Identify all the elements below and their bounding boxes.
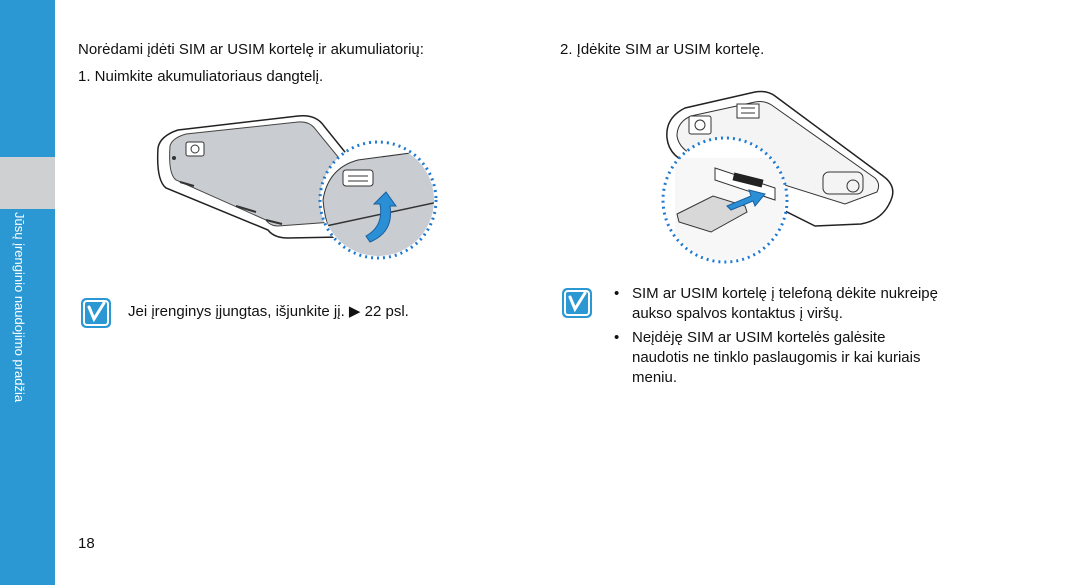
bullet-2-line-2: naudotis ne tinklo paslaugomis ir kai ku…: [632, 349, 921, 366]
bullet-2-line-3: meniu.: [632, 369, 678, 386]
phone-back-cover-illustration: [156, 114, 438, 260]
bullet-dot: •: [614, 285, 620, 302]
step-1: 1. Nuimkite akumuliatoriaus dangtelį.: [78, 68, 324, 85]
bullet-2-line-1: Neįdėję SIM ar USIM kortelės galėsite: [632, 329, 886, 346]
sidebar-tab-marker: [0, 157, 55, 209]
section-title: Jūsų įrenginio naudojimo pradžia: [12, 212, 27, 403]
bullet-1-line-1: SIM ar USIM kortelę į telefoną dėkite nu…: [632, 285, 938, 302]
bullet-dot: •: [614, 329, 620, 346]
note-pencil-icon: [81, 298, 111, 328]
note-text: Jei įrenginys įjungtas, išjunkite jį. ▶ …: [128, 303, 409, 320]
intro-text: Norėdami įdėti SIM ar USIM kortelę ir ak…: [78, 41, 424, 58]
page-number: 18: [78, 535, 95, 552]
note-pencil-icon: [562, 288, 592, 318]
step-2: 2. Įdėkite SIM ar USIM kortelę.: [560, 41, 765, 58]
bullet-1-line-2: aukso spalvos kontaktus į viršų.: [632, 305, 843, 322]
sim-insertion-illustration: [661, 90, 894, 264]
sidebar: Jūsų įrenginio naudojimo pradžia: [0, 0, 55, 585]
